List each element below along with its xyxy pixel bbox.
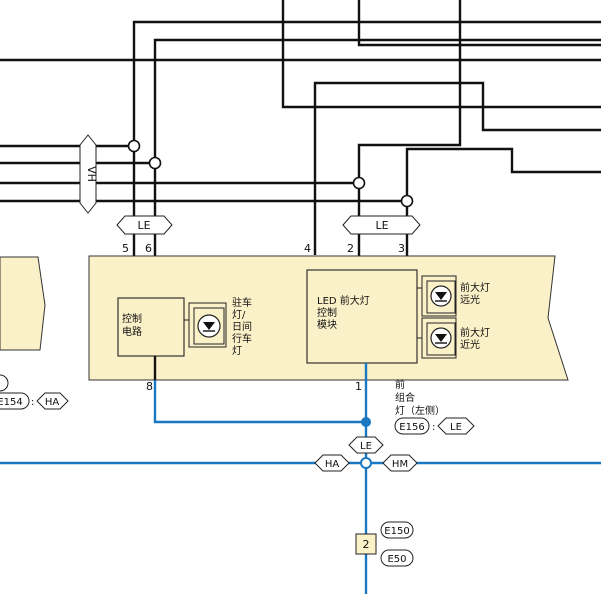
pin-2: 2 <box>347 242 354 255</box>
svg-text:E150: E150 <box>384 526 409 537</box>
le-connector-bottom: LE <box>348 436 384 454</box>
svg-text::: : <box>432 422 435 433</box>
hm-connector-bottom: HM <box>382 454 418 472</box>
svg-text:灯/: 灯/ <box>232 309 246 321</box>
svg-text:控制: 控制 <box>317 306 337 319</box>
svg-text:远光: 远光 <box>460 293 480 306</box>
svg-text:近光: 近光 <box>460 338 480 351</box>
svg-text:模块: 模块 <box>317 319 337 331</box>
pin-4: 4 <box>304 242 311 255</box>
ha-connector-bottom: HA <box>314 454 350 472</box>
pin-8: 8 <box>146 380 153 393</box>
svg-text::: : <box>31 397 34 408</box>
blue-wires <box>0 363 601 594</box>
drl-label: 驻车 灯/ 日间 行车 灯 <box>232 296 252 357</box>
low-beam-lamp: 前大灯 近光 <box>417 317 490 359</box>
vh-connector: VH <box>79 134 98 214</box>
svg-text:LED 前大灯: LED 前大灯 <box>317 294 370 307</box>
svg-text:E154: E154 <box>0 397 23 408</box>
svg-text:2: 2 <box>363 538 370 551</box>
svg-text:HA: HA <box>325 459 340 470</box>
le-connector-right: LE <box>342 215 421 235</box>
svg-text:前大灯: 前大灯 <box>460 326 490 339</box>
partial-module <box>0 256 46 351</box>
svg-text:灯: 灯 <box>232 345 242 357</box>
svg-text:HA: HA <box>45 397 60 408</box>
svg-text:日间: 日间 <box>232 320 252 333</box>
e154-ref: E154 : HA <box>0 374 69 410</box>
svg-text:前大灯: 前大灯 <box>460 281 490 294</box>
led-control-module: LED 前大灯 控制 模块 <box>306 269 418 364</box>
vh-label: VH <box>85 166 98 182</box>
svg-text:LE: LE <box>375 219 388 232</box>
svg-text:E50: E50 <box>387 554 406 565</box>
svg-text:组合: 组合 <box>395 391 415 404</box>
control-circuit: 控制 电路 <box>117 297 185 357</box>
front-combination-lamp-label: 前 组合 灯（左侧） <box>395 378 445 417</box>
svg-text:HM: HM <box>392 459 408 470</box>
e150-ref: E150 <box>380 521 414 539</box>
splice-points <box>127 139 414 208</box>
svg-text:前: 前 <box>395 378 405 391</box>
svg-text:LE: LE <box>137 219 150 232</box>
pin-3: 3 <box>398 242 405 255</box>
svg-text:控制: 控制 <box>122 312 142 325</box>
svg-text:行车: 行车 <box>232 332 252 345</box>
e50-ref: E50 <box>380 549 414 567</box>
high-beam-lamp: 前大灯 远光 <box>417 275 490 317</box>
svg-text:LE: LE <box>360 441 372 452</box>
svg-text:E156: E156 <box>399 422 424 433</box>
splice-box: 2 <box>355 533 377 555</box>
pin-6: 6 <box>145 242 152 255</box>
drl-lamp <box>184 302 227 348</box>
svg-text:LE: LE <box>450 422 462 433</box>
svg-text:电路: 电路 <box>122 325 142 338</box>
le-connector-left: LE <box>116 215 173 235</box>
e156-ref: E156 : LE <box>394 417 475 435</box>
svg-text:驻车: 驻车 <box>232 296 252 309</box>
svg-text:灯（左侧）: 灯（左侧） <box>395 404 445 417</box>
pin-1: 1 <box>355 380 362 393</box>
pin-5: 5 <box>122 242 129 255</box>
